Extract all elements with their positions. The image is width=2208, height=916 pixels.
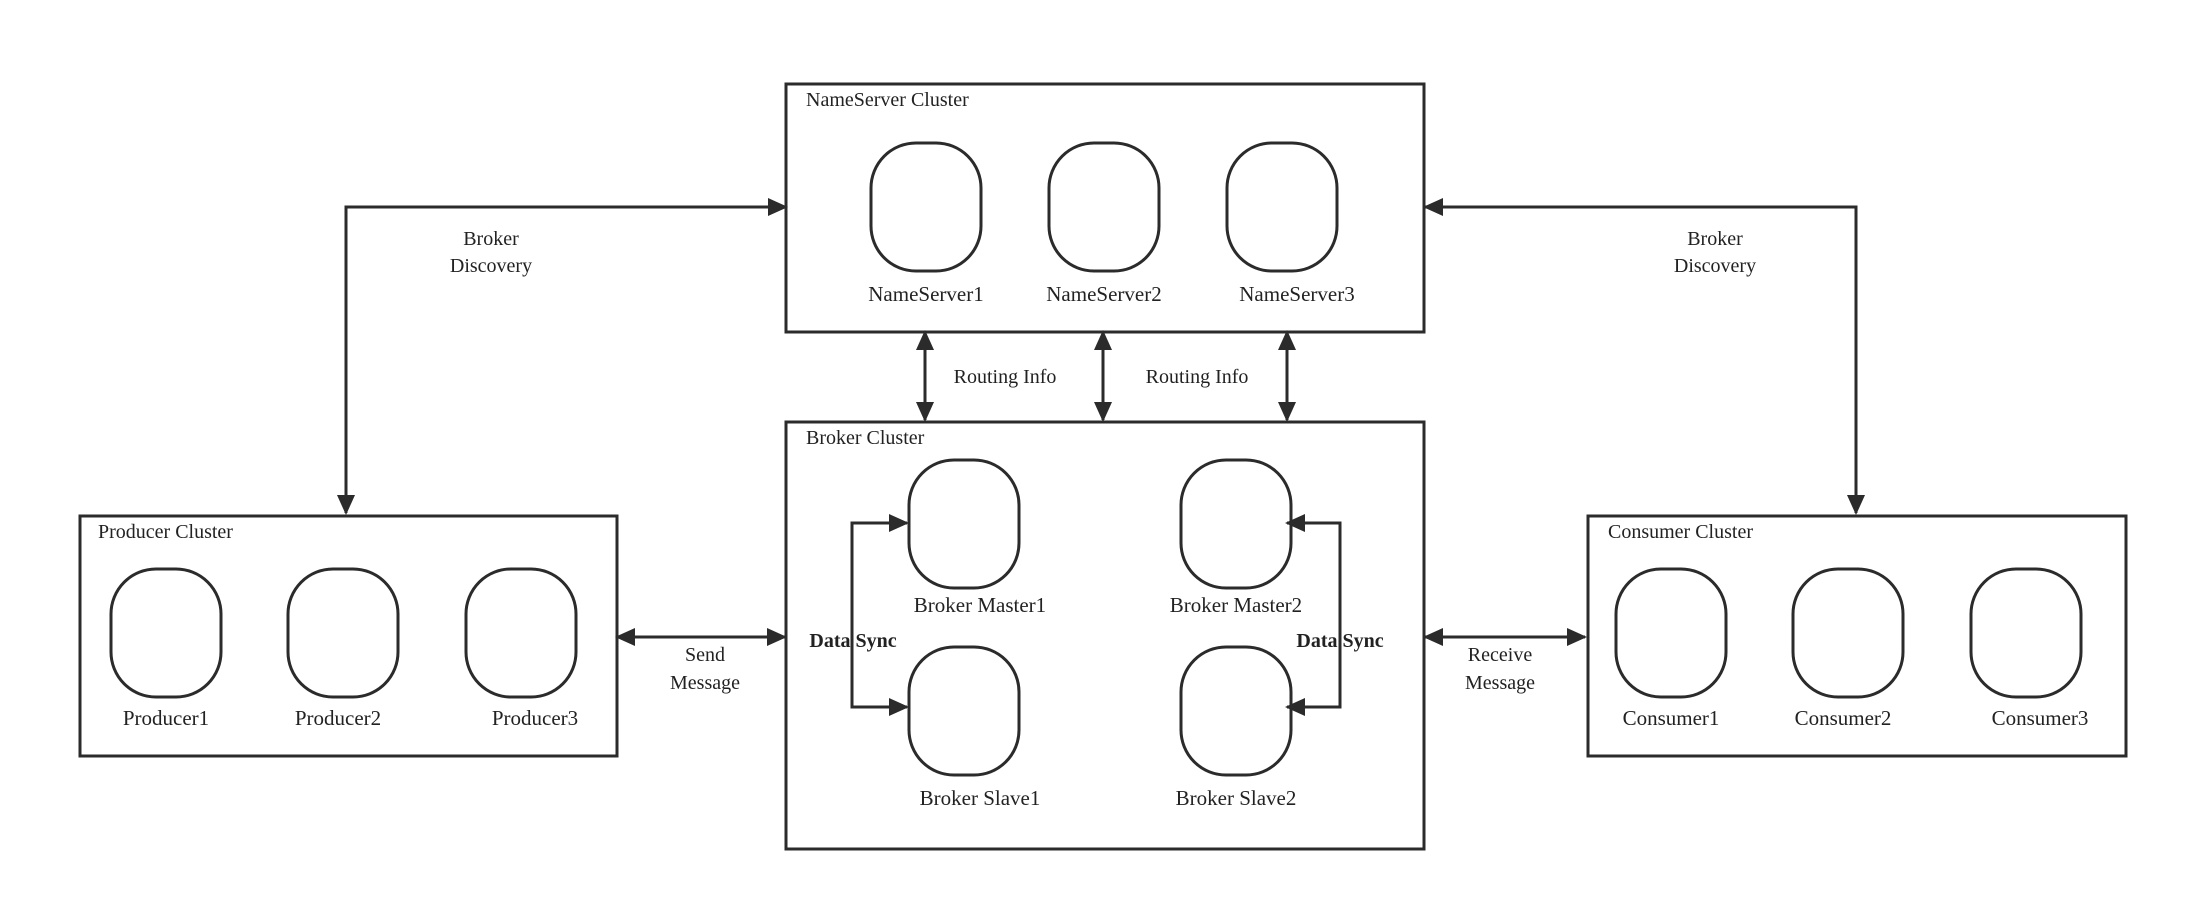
receive-message-label: Receive Message xyxy=(1465,644,1535,694)
broker-shape xyxy=(907,645,1021,777)
data-sync-left-label: Data Sync xyxy=(809,630,896,652)
producer-node-1: Producer1 xyxy=(109,567,223,730)
producer-shape xyxy=(109,567,223,699)
consumer-shape xyxy=(1791,567,1905,699)
broker-master-2: Broker Master2 xyxy=(1170,458,1302,617)
broker-slave-1: Broker Slave1 xyxy=(907,645,1041,810)
producer-cluster-box xyxy=(78,514,619,758)
consumer-shape xyxy=(1614,567,1728,699)
edge-label-line: Discovery xyxy=(450,255,532,277)
consumer-cluster-title: Consumer Cluster xyxy=(1608,521,1753,543)
broker-shape xyxy=(1179,458,1293,590)
producer-node-3: Producer3 xyxy=(464,567,578,730)
send-message-label: Send Message xyxy=(670,644,740,694)
broker-cluster-box xyxy=(784,420,1426,851)
broker-discovery-left-label: Broker Discovery xyxy=(450,228,532,277)
node-label: Consumer3 xyxy=(1992,706,2089,730)
edge-label-line: Broker xyxy=(463,228,519,250)
producer-shape xyxy=(464,567,578,699)
node-label: Broker Master1 xyxy=(914,593,1046,617)
node-label: Producer2 xyxy=(295,706,381,730)
routing-info-label-1: Routing Info xyxy=(954,366,1057,388)
node-label: NameServer2 xyxy=(1046,282,1161,306)
consumer-cluster-box xyxy=(1586,514,2128,758)
routing-info-label-2: Routing Info xyxy=(1146,366,1249,388)
nameserver-node-3: NameServer3 xyxy=(1225,141,1355,306)
broker-master-1: Broker Master1 xyxy=(907,458,1046,617)
edge-label-line: Send xyxy=(685,644,725,666)
node-label: Broker Slave2 xyxy=(1176,786,1297,810)
broker-slave-2: Broker Slave2 xyxy=(1176,645,1297,810)
node-label: Broker Slave1 xyxy=(920,786,1041,810)
node-label: NameServer3 xyxy=(1239,282,1354,306)
node-label: NameServer1 xyxy=(868,282,983,306)
nameserver-shape xyxy=(1225,141,1339,273)
nameserver-shape xyxy=(1047,141,1161,273)
node-label: Consumer1 xyxy=(1623,706,1720,730)
consumer-node-1: Consumer1 xyxy=(1614,567,1728,730)
broker-discovery-right-label: Broker Discovery xyxy=(1674,228,1756,277)
node-label: Broker Master2 xyxy=(1170,593,1302,617)
node-label: Consumer2 xyxy=(1795,706,1892,730)
edge-label-line: Receive xyxy=(1468,644,1533,666)
data-sync-right-arrow xyxy=(1285,514,1342,716)
broker-discovery-right-arrow xyxy=(1423,198,1865,515)
edge-label-line: Discovery xyxy=(1674,255,1756,277)
broker-cluster-title: Broker Cluster xyxy=(806,427,925,449)
producer-cluster-title: Producer Cluster xyxy=(98,521,233,543)
edge-label-line: Message xyxy=(1465,672,1535,694)
connectors xyxy=(337,198,1865,716)
consumer-shape xyxy=(1969,567,2083,699)
node-label: Producer1 xyxy=(123,706,209,730)
data-sync-right-label: Data Sync xyxy=(1296,630,1383,652)
nameserver-shape xyxy=(869,141,983,273)
nameserver-node-1: NameServer1 xyxy=(868,141,984,306)
nameserver-cluster-title: NameServer Cluster xyxy=(806,89,969,111)
nameserver-node-2: NameServer2 xyxy=(1046,141,1162,306)
broker-shape xyxy=(1179,645,1293,777)
broker-discovery-left-arrow xyxy=(337,198,788,515)
nameserver-cluster-box xyxy=(784,82,1426,334)
edge-label-line: Broker xyxy=(1687,228,1743,250)
broker-shape xyxy=(907,458,1021,590)
consumer-node-3: Consumer3 xyxy=(1969,567,2089,730)
consumer-node-2: Consumer2 xyxy=(1791,567,1905,730)
producer-shape xyxy=(286,567,400,699)
data-sync-left-arrow xyxy=(850,514,909,716)
node-label: Producer3 xyxy=(492,706,578,730)
edge-label-line: Message xyxy=(670,672,740,694)
producer-node-2: Producer2 xyxy=(286,567,400,730)
